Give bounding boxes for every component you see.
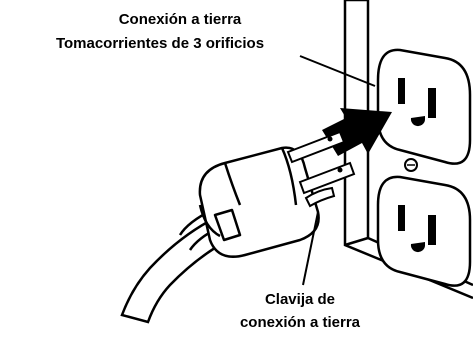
upper-ground-hole [410,116,425,127]
lower-receptacle [376,175,472,287]
lower-slot-left [398,205,405,231]
ground-label-line2: Tomacorrientes de 3 orificios [55,35,265,52]
plug-body [198,146,320,258]
ground-pin [304,186,336,208]
ground-label-line1: Conexión a tierra [118,11,242,28]
upper-slot-right [428,88,436,118]
plate-screw [404,158,418,172]
upper-slot-left [398,78,405,104]
lower-ground-hole [410,242,425,253]
leader-top [299,55,376,87]
lower-slot-right [428,215,436,245]
plug-label-line2: conexión a tierra [239,314,361,331]
leader-bottom [302,211,319,286]
plug-label-line1: Clavija de [264,291,336,308]
plug-prongs [286,130,356,208]
upper-receptacle [376,48,472,165]
